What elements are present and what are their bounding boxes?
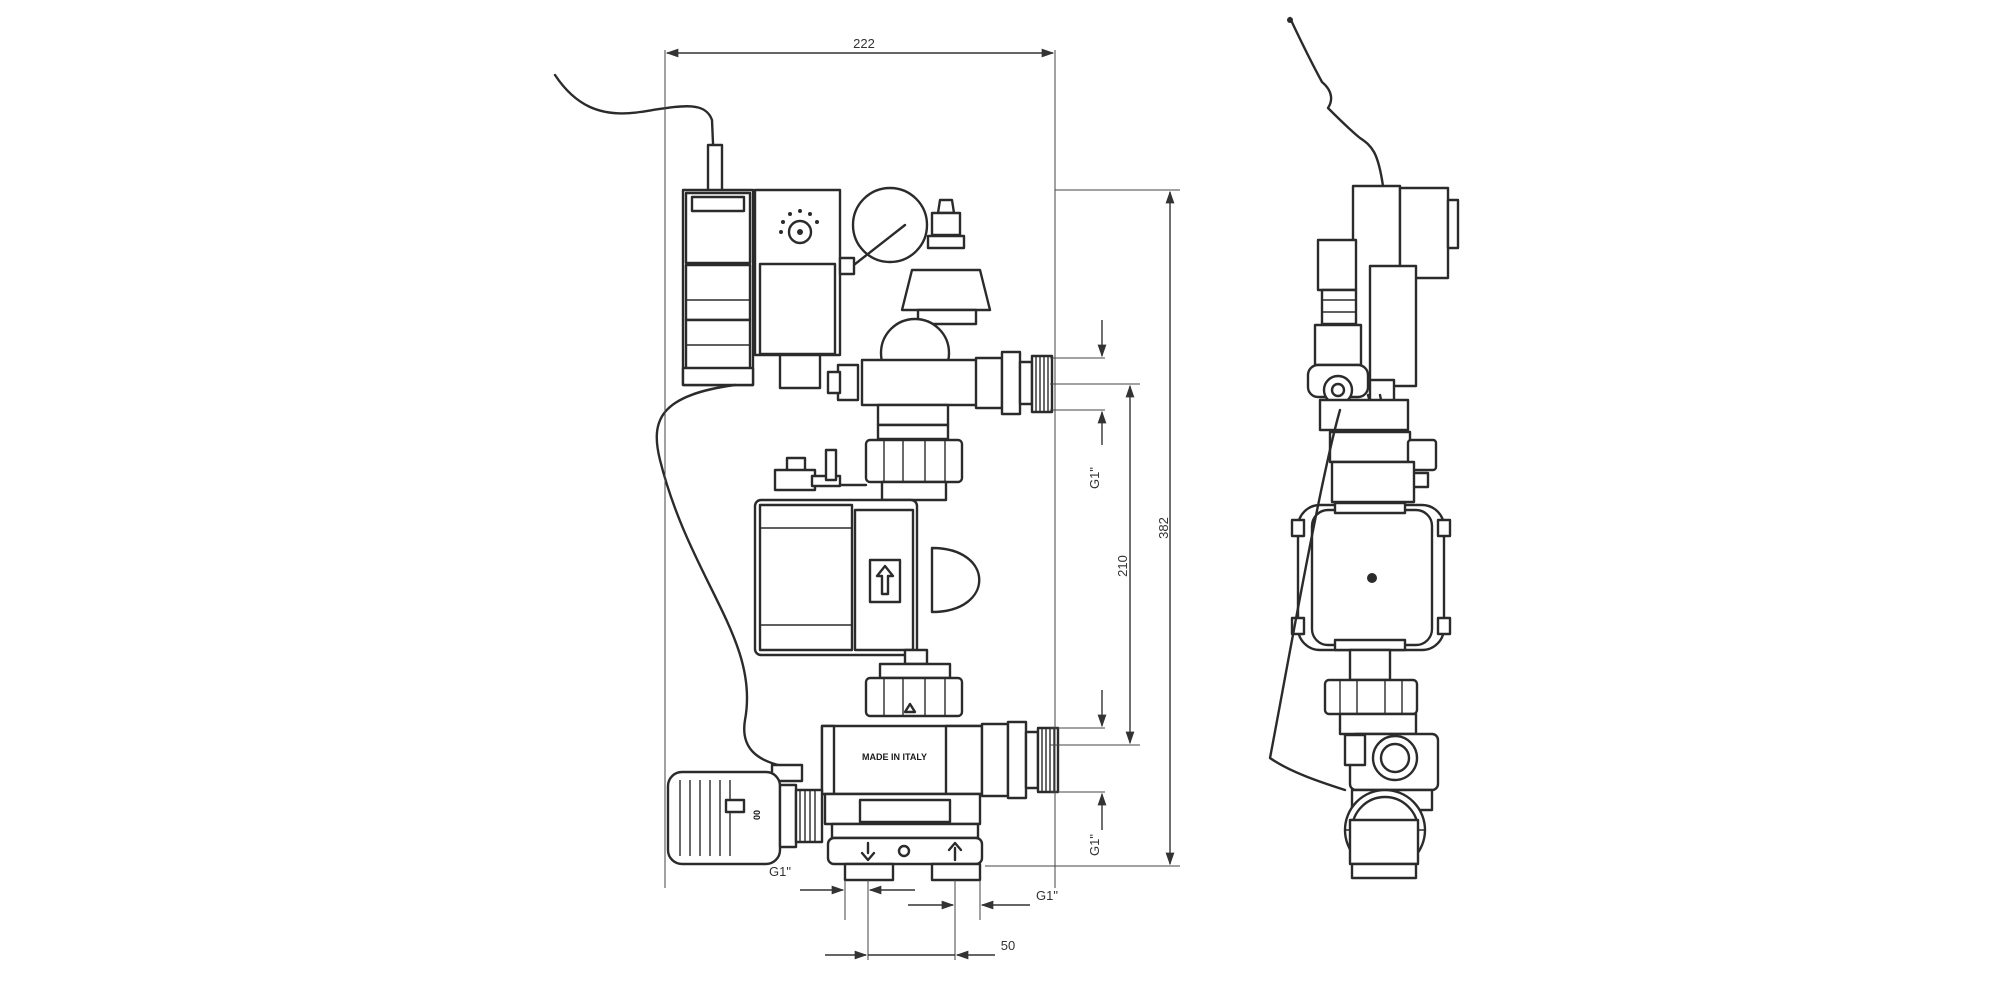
thermo-scale-marking: 00 — [752, 810, 762, 820]
side-view — [1268, 16, 1460, 880]
sensor-cable — [553, 73, 717, 192]
dimension-inlet-spacing: 50 — [825, 938, 1015, 960]
bypass-valve — [773, 448, 868, 492]
svg-text:382: 382 — [1156, 517, 1171, 539]
dimension-thread-bottom-left: G1" — [769, 864, 915, 895]
dimension-overall-width: 222 — [665, 36, 1055, 58]
air-vent — [900, 198, 992, 326]
pump-shaft-icon — [1367, 573, 1377, 583]
gear-cover — [851, 186, 929, 264]
upper-union-nut — [864, 438, 964, 502]
svg-text:222: 222 — [853, 36, 875, 51]
svg-text:G1": G1" — [1087, 467, 1102, 489]
outlet-arrow-icon — [947, 841, 963, 862]
svg-text:G1": G1" — [1036, 888, 1058, 903]
lower-manifold: MADE IN ITALY — [820, 720, 1060, 882]
circulator-pump — [753, 498, 981, 666]
actuator-housing — [753, 186, 929, 390]
dimension-thread-right-lower: G1" — [1087, 690, 1107, 856]
three-way-valve — [826, 317, 1054, 441]
svg-text:210: 210 — [1115, 555, 1130, 577]
inlet-arrow-icon — [860, 841, 876, 862]
dimension-thread-bottom-right: G1" — [908, 888, 1058, 910]
dial-tick-marks — [779, 209, 819, 234]
front-view: MADE IN ITALY 00 — [553, 50, 1180, 960]
flow-arrow-icon — [875, 564, 895, 596]
thermostatic-head: 00 — [655, 383, 824, 866]
cable-gland — [706, 143, 724, 195]
dimension-overall-height: 382 — [1156, 190, 1175, 866]
svg-text:G1": G1" — [769, 864, 791, 879]
electric-actuator — [681, 188, 755, 387]
side-sensor-cable — [1288, 16, 1385, 188]
svg-text:50: 50 — [1001, 938, 1015, 953]
made-in-italy-label: MADE IN ITALY — [862, 752, 927, 762]
lower-union-nut — [864, 662, 964, 718]
dimension-connection-spacing: 210 — [1115, 384, 1135, 745]
svg-text:G1": G1" — [1087, 834, 1102, 856]
dimension-thread-right-upper: G1" — [1087, 320, 1107, 489]
